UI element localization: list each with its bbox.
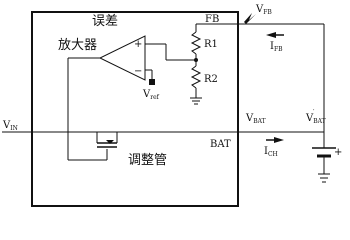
divider-node-dot: [194, 58, 198, 62]
circuit-svg: 误差 放大器 调整管 FB BAT R1 R2 + − + VIN Vref V…: [2, 4, 342, 207]
opamp-minus-sign: −: [134, 66, 142, 77]
vfb-pointer: [244, 13, 256, 24]
charger-circuit-diagram: 误差 放大器 调整管 FB BAT R1 R2 + − + VIN Vref V…: [2, 4, 342, 207]
ich-arrow: [274, 137, 284, 143]
ifb-arrow: [266, 32, 276, 38]
error-amp-title: 误差: [92, 14, 118, 29]
battery-plus-sign: +: [334, 147, 342, 158]
chip-boundary: [31, 11, 239, 207]
r1-resistor: [190, 31, 202, 55]
ich-label: ICH: [264, 146, 278, 158]
vbat-prime-mark: ′: [313, 109, 315, 116]
fb-pin-label: FB: [205, 14, 219, 25]
vfb-label: VFB: [255, 4, 272, 16]
r2-resistor: [190, 65, 202, 89]
r1-label: R1: [204, 39, 218, 50]
vref-source: [149, 79, 155, 85]
ifb-label: IFB: [270, 41, 283, 53]
r2-label: R2: [204, 74, 218, 85]
bat-pin-label: BAT: [210, 139, 231, 150]
vbat-prime-label: VBAT: [305, 113, 326, 125]
amplifier-label: 放大器: [58, 38, 97, 53]
error-amplifier-triangle: [98, 35, 146, 81]
regulator-label: 调整管: [128, 153, 167, 168]
transistor-arrow: [106, 140, 114, 144]
opamp-plus-sign: +: [134, 39, 142, 50]
vin-label: VIN: [2, 120, 18, 132]
vbat-label: VBAT: [245, 113, 266, 125]
vref-label: Vref: [142, 89, 160, 101]
